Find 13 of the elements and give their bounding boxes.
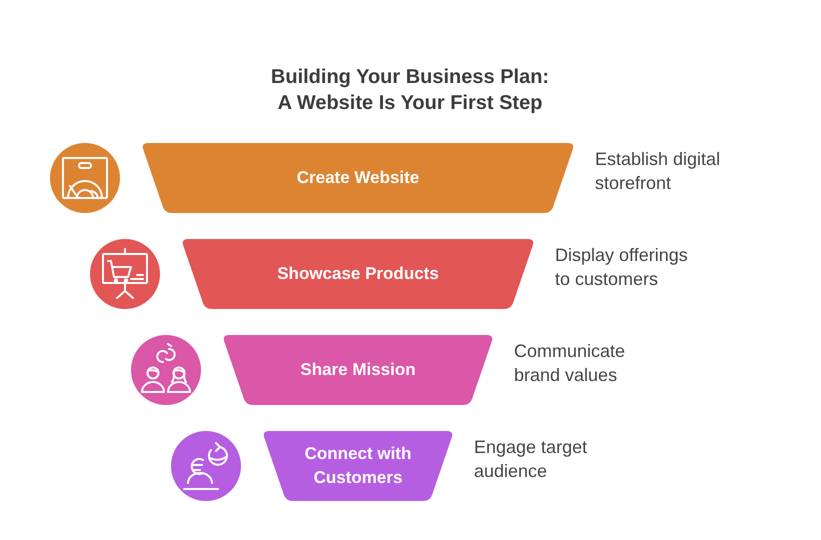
funnel-step (262, 431, 454, 501)
step-label: Share Mission (300, 359, 416, 381)
step-label: Create Website (296, 167, 420, 189)
funnel-step (222, 335, 494, 405)
step-label: Connect with Customers (304, 443, 412, 489)
funnel-step (141, 143, 575, 213)
step-label: Showcase Products (276, 263, 440, 285)
funnel-step (181, 239, 535, 309)
step-description: Communicate brand values (514, 340, 626, 387)
diagram-title: Building Your Business Plan: A Website Is Your First Step (270, 65, 550, 116)
step-description: Display offerings to customers (555, 244, 689, 291)
step-description: Engage target audience (474, 436, 588, 483)
step-description: Establish digital storefront (595, 148, 722, 195)
